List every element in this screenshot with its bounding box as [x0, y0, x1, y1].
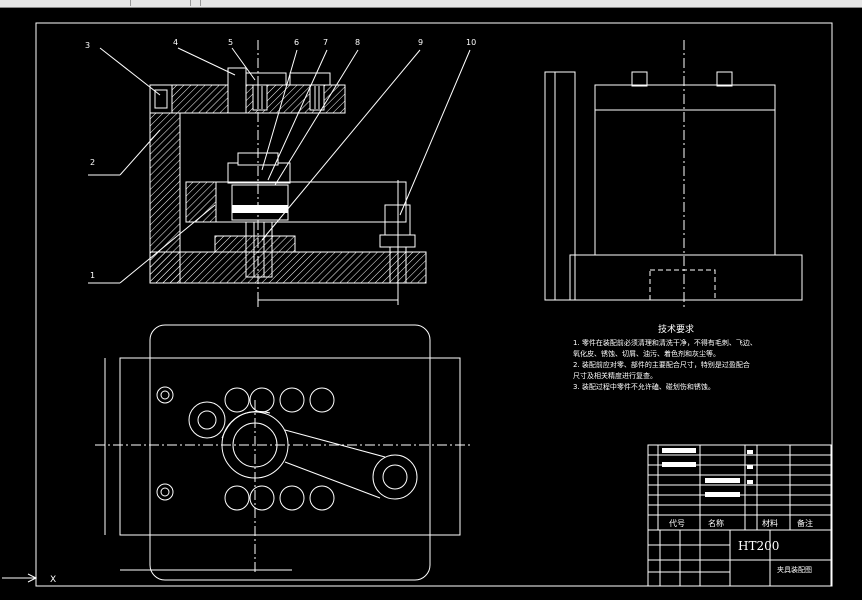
col-remark-header: 备注: [797, 518, 813, 528]
col-code-header: 代号: [669, 518, 685, 528]
drawing-frame: [35, 22, 833, 587]
balloon-label: 2: [90, 158, 95, 167]
front-section-view: [149, 40, 427, 310]
ucs-icon: X: [2, 573, 56, 585]
side-view: [544, 40, 803, 310]
technical-requirements: 技术要求 1. 零件在装配前必须清理和清洗干净，不得有毛刺、飞边、 氧化皮、锈蚀…: [573, 323, 757, 391]
tech-req-line: 尺寸及相关精度进行复查。: [573, 371, 657, 380]
title-block: 代号 名称 材料 备注 HT200 夹具装配图: [647, 444, 832, 587]
col-material-header: 材料: [762, 518, 778, 528]
balloon-label: 1: [90, 271, 95, 280]
tech-req-line: 氧化皮、锈蚀、切屑、油污、着色剂和灰尘等。: [573, 349, 720, 358]
tech-req-line: 3. 装配过程中零件不允许磕、碰划伤和锈蚀。: [573, 382, 715, 391]
part-balloons: 1 2 3 4 5 6 7 8 9 10: [85, 38, 476, 284]
toolbar-segment[interactable]: [130, 0, 191, 6]
top-view: [95, 324, 470, 581]
balloon-label: 4: [173, 38, 178, 47]
balloon-label: 6: [294, 38, 299, 47]
balloon-label: 9: [418, 38, 423, 47]
tech-req-title: 技术要求: [658, 323, 694, 335]
svg-text:X: X: [50, 575, 56, 585]
drawing-title: 夹具装配图: [777, 565, 812, 574]
toolbar-segment[interactable]: [190, 0, 201, 6]
application-toolbar-strip: [0, 0, 862, 8]
balloon-label: 7: [323, 38, 328, 47]
material-value: HT200: [738, 539, 779, 553]
balloon-label: 3: [85, 41, 90, 50]
toolbar-segment[interactable]: [0, 0, 131, 6]
col-name-header: 名称: [708, 518, 724, 528]
balloon-label: 8: [355, 38, 360, 47]
balloon-label: 10: [466, 38, 476, 47]
balloon-label: 5: [228, 38, 233, 47]
tech-req-line: 1. 零件在装配前必须清理和清洗干净，不得有毛刺、飞边、: [573, 338, 757, 347]
tech-req-line: 2. 装配前应对零、部件的主要配合尺寸，特别是过盈配合: [573, 360, 750, 369]
